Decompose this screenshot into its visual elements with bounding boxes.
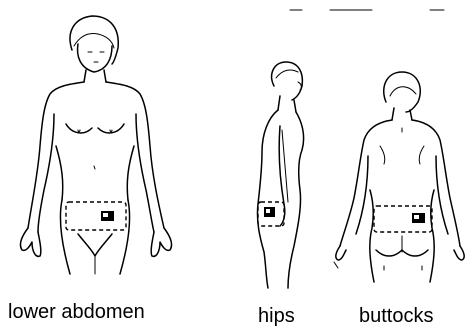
side-body-figure xyxy=(240,56,320,292)
caption-lower-abdomen: lower abdomen xyxy=(8,301,145,323)
caption-hips: hips xyxy=(258,305,295,327)
caption-buttocks: buttocks xyxy=(359,305,433,327)
back-body-figure xyxy=(330,66,470,292)
front-body-figure xyxy=(8,6,178,292)
